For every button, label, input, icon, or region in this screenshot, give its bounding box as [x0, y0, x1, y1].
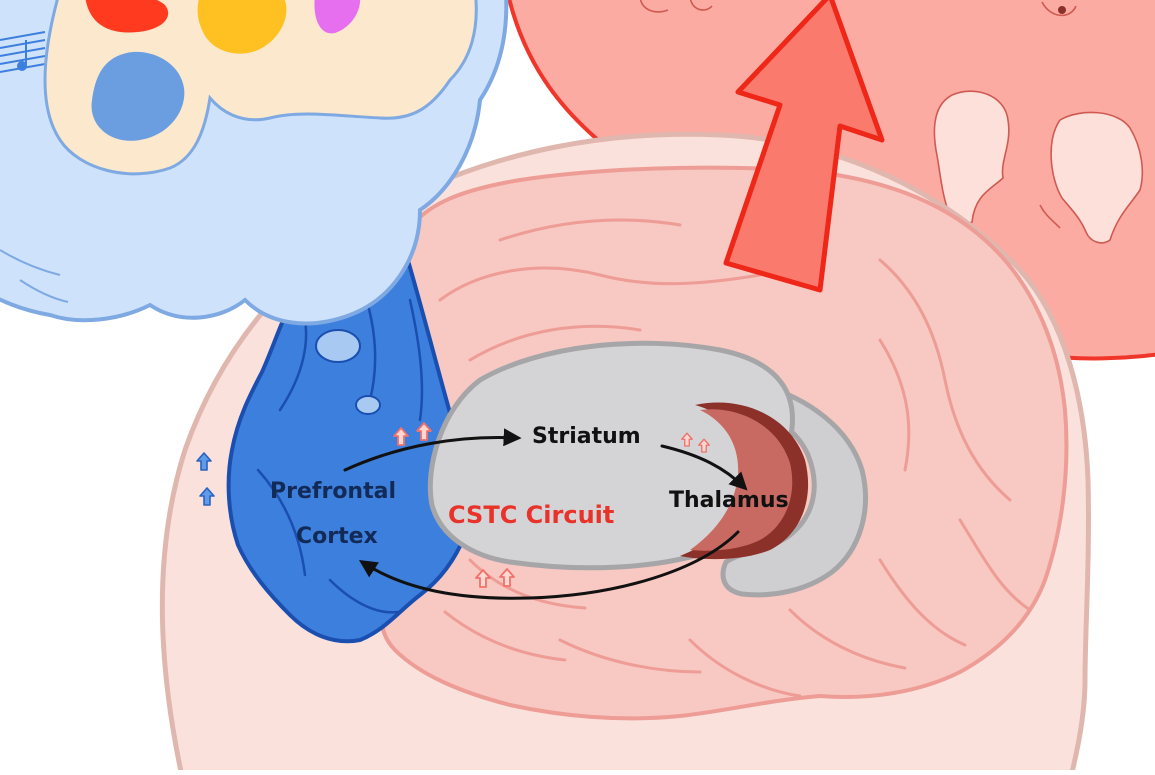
- thalamus-label: Thalamus: [669, 488, 789, 513]
- prefrontal-cortex-label-line2: Cortex: [296, 524, 378, 549]
- paint-blob-icon: [85, 0, 169, 33]
- circuit-connector-arrows: [343, 428, 748, 600]
- prefrontal-cortex-label-line1: Prefrontal: [270, 479, 396, 504]
- paint-palette-icon: [43, 0, 478, 176]
- music-notes-icon: [0, 31, 46, 73]
- paint-blob-icon: [91, 51, 185, 141]
- arrow-striatum-to-thalamus: [660, 444, 748, 491]
- arrow-thalamus-to-prefrontal: [358, 530, 740, 600]
- paint-blob-icon: [197, 0, 287, 54]
- striatum-label: Striatum: [532, 424, 641, 449]
- thought-cloud: [0, 0, 509, 326]
- faces-icon: [639, 0, 1144, 244]
- paint-blob-icon: [314, 0, 361, 34]
- cstc-circuit-label: CSTC Circuit: [448, 501, 615, 529]
- arrow-prefrontal-to-striatum: [343, 428, 522, 472]
- large-up-arrow-icon: [723, 0, 885, 293]
